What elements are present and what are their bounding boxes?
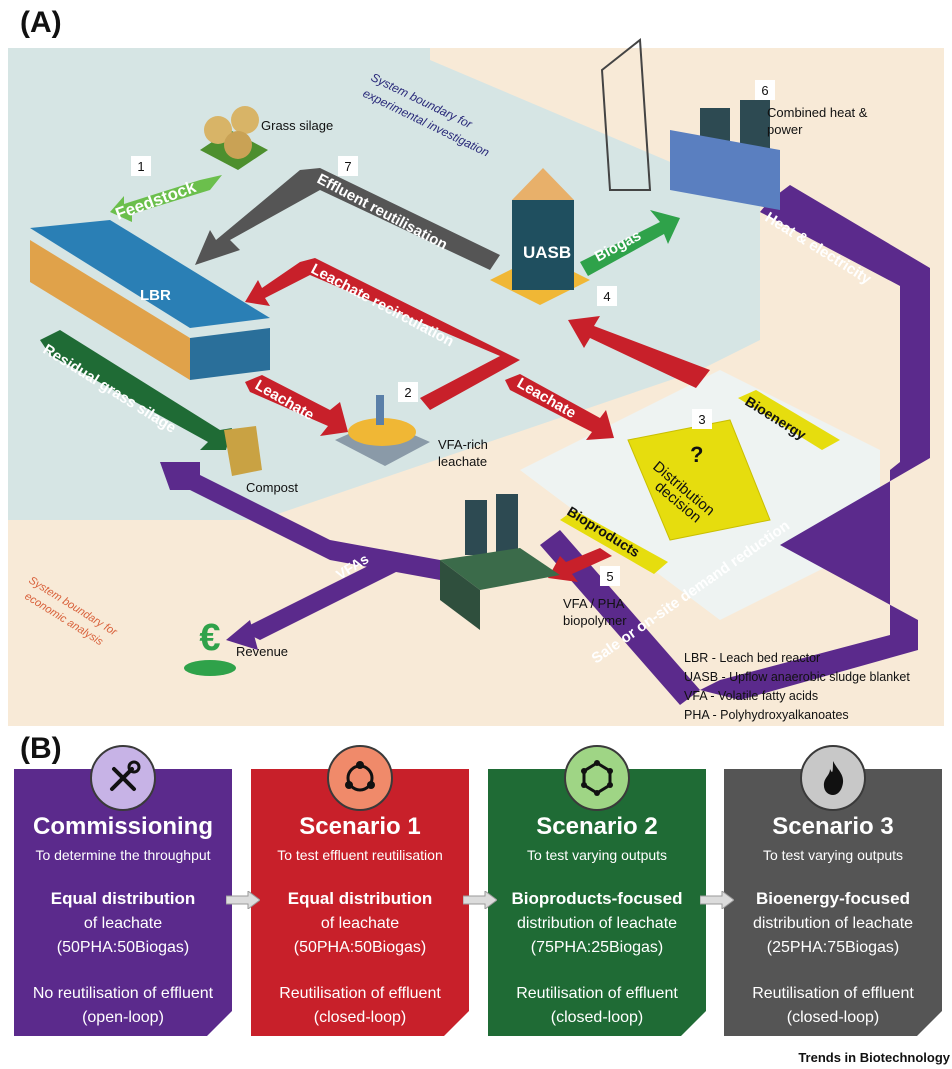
experimental-boundary-area [8,48,760,520]
bioenergy-box [738,390,840,450]
vfas-path [160,462,440,580]
leachate-right-arrow [505,374,614,440]
card-ratio: (75PHA:25Biogas) [530,939,664,956]
arrow-right-icon [700,891,734,909]
heat-electricity-path [700,185,930,700]
lbr-side [190,328,270,380]
card-reuse: Reutilisation of effluent [516,985,678,1002]
card-scenario-2: Scenario 2 To test varying outputs Biopr… [488,745,706,1036]
card-title: Scenario 3 [772,813,894,840]
uasb-label: UASB [523,243,571,262]
legend-pha: PHA - Polyhydroxyalkanoates [684,708,849,722]
grass-silage-label: Grass silage [261,118,333,133]
vfas-arrow-head [226,620,258,650]
system-diagram: € 1 7 2 3 4 5 6 System boundary for expe… [8,38,944,726]
card-subtitle: To test varying outputs [762,847,904,863]
card-distribution: Bioenergy-focused [756,889,910,908]
leachate-left-arrow [245,375,348,436]
euro-icon: € [199,617,220,659]
card-distribution-line2: of leachate [320,915,400,932]
step-7: 7 [344,159,351,174]
cycle-icon [327,745,393,811]
card-ratio: (50PHA:50Biogas) [56,939,190,956]
card-distribution-line2: distribution of leachate [752,915,914,932]
revenue-label: Revenue [236,644,288,659]
card-loop: (closed-loop) [313,1009,407,1026]
card-scenario-3: Scenario 3 To test varying outputs Bioen… [724,745,942,1036]
card-loop: (open-loop) [82,1009,164,1026]
chp-label-1: Combined heat & [767,105,868,120]
card-ratio: (25PHA:75Biogas) [766,939,900,956]
card-distribution: Bioproducts-focused [511,889,683,908]
card-ratio: (50PHA:50Biogas) [293,939,427,956]
card-title: Commissioning [32,813,213,840]
card-title: Scenario 1 [299,813,421,840]
step-4: 4 [603,289,610,304]
card-subtitle: To test varying outputs [526,847,668,863]
vfas-arrow-body [240,555,410,640]
compost-label: Compost [246,480,298,495]
to-biopolymer-arrow [548,548,612,582]
card-commissioning: Commissioning To determine the throughpu… [14,745,232,1036]
journal-footer: Trends in Biotechnology [798,1050,950,1065]
chp-label-2: power [767,122,803,137]
card-reuse: No reutilisation of effluent [32,985,214,1002]
sale-path [540,530,700,705]
molecule-icon [564,745,630,811]
lbr-roof [30,220,270,328]
arrow-right-icon [226,891,260,909]
panel-a-label: (A) [20,6,62,39]
card-distribution-line2: distribution of leachate [516,915,678,932]
step-5: 5 [606,569,613,584]
compost-bag-shape [224,426,262,476]
leachate-recirc-arrow [245,258,520,410]
card-distribution: Equal distribution [287,889,433,908]
wrench-screwdriver-icon [90,745,156,811]
card-title: Scenario 2 [536,813,658,840]
flame-icon [800,745,866,811]
bioproducts-box [560,510,668,574]
residual-arrow [40,330,232,450]
legend-vfa: VFA - Volatile fatty acids [684,689,818,703]
card-subtitle: To test effluent reutilisation [277,847,443,863]
step-3: 3 [698,412,705,427]
vfa-pha-label-2: biopolymer [563,613,627,628]
card-loop: (closed-loop) [550,1009,644,1026]
lbr-front [30,240,190,380]
arrow-right-icon [463,891,497,909]
legend-uasb: UASB - Upflow anaerobic sludge blanket [684,670,910,684]
card-loop: (closed-loop) [786,1009,880,1026]
step-6: 6 [761,83,768,98]
step-1: 1 [137,159,144,174]
effluent-arrow [195,168,500,270]
legend-lbr: LBR - Leach bed reactor [684,651,820,665]
lbr-label: LBR [140,287,171,304]
card-distribution: Equal distribution [50,889,196,908]
card-reuse: Reutilisation of effluent [279,985,441,1002]
vfa-pha-label-1: VFA / PHA [563,596,625,611]
step-markers [131,80,775,586]
question-mark: ? [690,442,703,467]
step-2: 2 [404,385,411,400]
feedstock-arrow [110,175,222,222]
card-reuse: Reutilisation of effluent [752,985,914,1002]
vfa-rich-label-2: leachate [438,454,487,469]
panel-b-label: (B) [20,732,62,765]
card-scenario-1: Scenario 1 To test effluent reutilisatio… [251,745,469,1036]
biogas-arrow [580,210,680,276]
card-distribution-line2: of leachate [83,915,163,932]
card-subtitle: To determine the throughput [35,847,211,863]
to-uasb-arrow [568,316,710,388]
vfa-rich-label-1: VFA-rich [438,437,488,452]
